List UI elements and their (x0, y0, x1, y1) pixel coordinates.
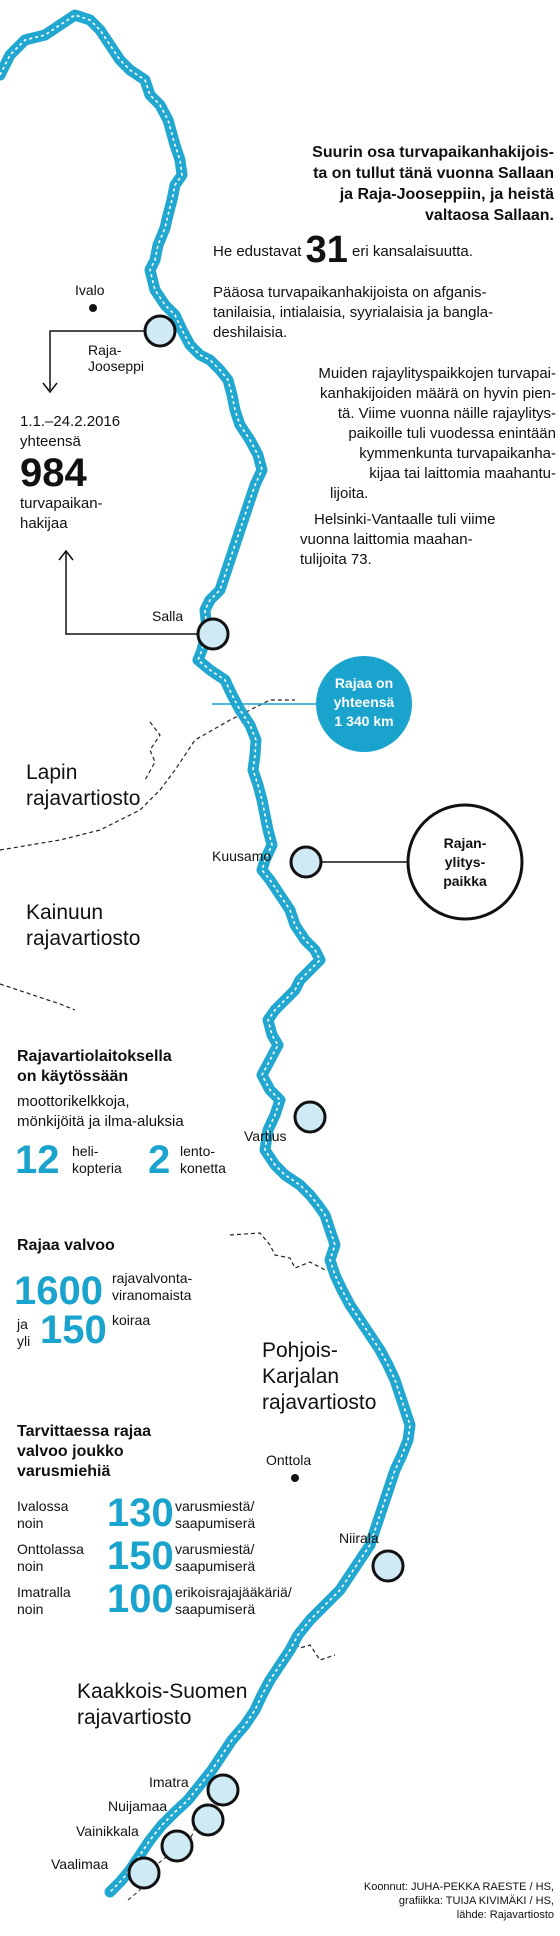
region-lappi: Lapin rajavartiosto (26, 761, 141, 810)
label-nuijamaa: Nuijamaa (108, 1798, 168, 1814)
region-boundary-lappi-north (144, 721, 161, 781)
crossing-imatra[interactable] (206, 1773, 240, 1807)
conscripts-count: 100 (107, 1577, 174, 1621)
border-length-bubble (316, 656, 412, 752)
guards-label: rajavalvonta- viranomaista (112, 1270, 193, 1303)
crossing-nuijamaa[interactable] (191, 1803, 225, 1837)
legend-text: Rajan- ylitys- paikka (443, 835, 487, 889)
guards-count: 1600 (14, 1269, 103, 1313)
crossing-niirala[interactable] (371, 1549, 405, 1583)
region-boundary-kainuu-karjala (0, 983, 76, 1011)
label-imatra: Imatra (149, 1774, 189, 1790)
total-box: 1.1.–24.2.2016 yhteensä 984 turvapaikan-… (20, 412, 190, 534)
conscripts-row-imatra: Imatralla noin 100 erikoisrajajääkäriä/ … (17, 1577, 292, 1621)
coastline (127, 1814, 201, 1901)
equipment-title: Rajavartiolaitoksella on käytössään (17, 1048, 172, 1085)
crossing-vartius[interactable] (293, 1100, 327, 1134)
crossing-raja-jooseppi[interactable] (143, 314, 177, 348)
label-ivalo: Ivalo (75, 282, 105, 298)
connector-raja-jooseppi (49, 330, 145, 390)
guards-conj: ja yli (17, 1316, 31, 1349)
crossing-vainikkala[interactable] (160, 1829, 194, 1863)
total-number: 984 (20, 451, 87, 495)
region-boundary-karjala (229, 1232, 326, 1271)
region-pohjois-karjala: Pohjois- Karjalan rajavartiosto (262, 1339, 377, 1414)
intro-body-3: Helsinki-Vantaalle tuli viime vuonna lai… (300, 511, 496, 568)
label-vainikkala: Vainikkala (76, 1823, 139, 1839)
intro-body-1: Pääosa turvapaikanhakijoista on afganis-… (213, 284, 494, 341)
total-sum-label: yhteensä (20, 433, 81, 450)
conscripts-count: 150 (107, 1534, 174, 1578)
conscripts-row-onttola: Onttolassa noin 150 varusmiestä/ saapumi… (17, 1534, 256, 1578)
guards-title: Rajaa valvoo (17, 1237, 115, 1254)
plane-label: lento- konetta (180, 1143, 226, 1176)
label-vaalimaa: Vaalimaa (51, 1856, 109, 1872)
crossing-vaalimaa[interactable] (127, 1856, 161, 1890)
helicopter-count: 12 (15, 1138, 60, 1182)
dogs-label: koiraa (112, 1312, 151, 1328)
arrow-head-down (42, 382, 58, 394)
arrow-head-up (58, 549, 74, 561)
eastern-border (0, 9, 416, 1898)
plane-count: 2 (148, 1138, 171, 1182)
label-salla: Salla (152, 608, 184, 624)
label-raja-jooseppi: Raja- Jooseppi (88, 342, 145, 374)
conscripts-row-ivalo: Ivalossa noin 130 varusmiestä/ saapumise… (17, 1491, 256, 1535)
label-vartius: Vartius (244, 1128, 287, 1144)
region-kainuu: Kainuun rajavartiosto (26, 901, 141, 950)
connector-salla (65, 551, 198, 635)
intro-body-2: Muiden rajaylityspaikkojen turvapai- kan… (318, 365, 556, 502)
border-length-text: Rajaa on yhteensä 1 340 km (333, 675, 395, 729)
onttola-dot (291, 1474, 299, 1482)
label-niirala: Niirala (339, 1530, 379, 1546)
intro-represent: He edustavat 31 eri kansalaisuutta. (213, 229, 473, 271)
equipment-text: moottorikelkkoja, mönkijöitä ja ilma-alu… (17, 1093, 184, 1130)
dogs-count: 150 (40, 1308, 107, 1352)
label-kuusamo: Kuusamo (212, 848, 272, 864)
conscripts-title: Tarvittaessa rajaa valvoo joukko varusmi… (17, 1423, 152, 1480)
label-onttola: Onttola (266, 1452, 312, 1468)
crossing-kuusamo[interactable] (289, 845, 323, 879)
credits: Koonnut: JUHA-PEKKA RAESTE / HS, grafiik… (363, 1881, 554, 1921)
region-kaakkois-suomi: Kaakkois-Suomen rajavartiosto (77, 1680, 248, 1729)
conscripts-count: 130 (107, 1491, 174, 1535)
ivalo-dot (89, 304, 97, 312)
nationalities-count: 31 (305, 229, 348, 271)
intro-headline: Suurin osa turvapaikanhakijois- ta on tu… (312, 144, 554, 224)
helicopter-label: heli- kopteria (72, 1143, 122, 1176)
legend-bubble (406, 803, 524, 921)
total-date: 1.1.–24.2.2016 (20, 413, 121, 430)
crossing-salla[interactable] (196, 617, 230, 651)
